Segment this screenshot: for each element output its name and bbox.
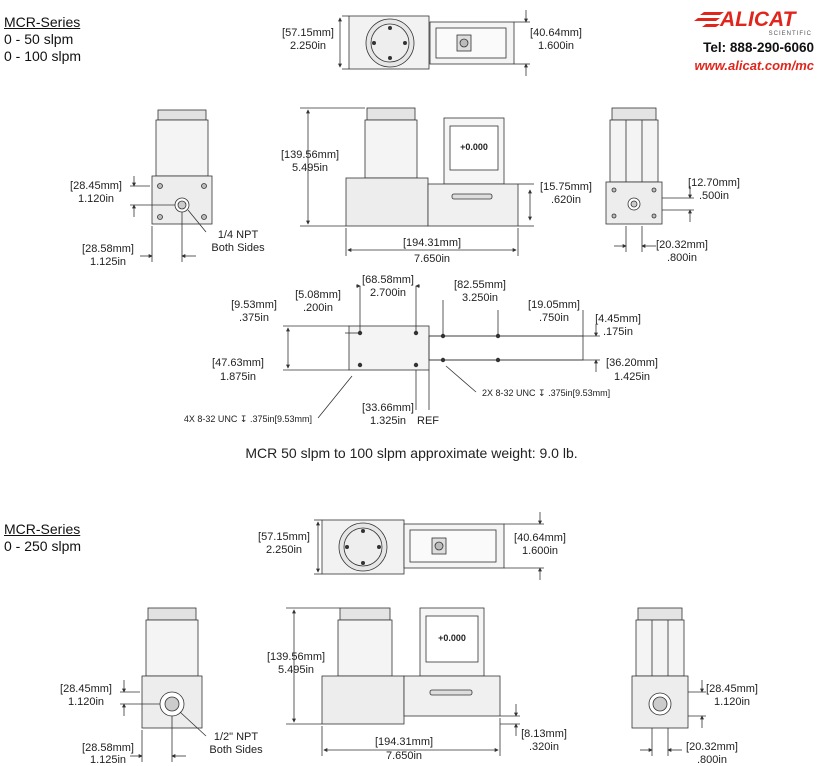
alicat-logo: ALICAT SCIENTIFIC: [694, 8, 812, 37]
dim-b68-in: 2.700in: [370, 287, 406, 299]
dim-top-height-mm: [57.15mm]: [282, 27, 334, 39]
hole-callout-4x: 4X 8-32 UNC ↧ .375in[9.53mm]: [184, 414, 312, 424]
display-reading: +0.000: [438, 633, 466, 643]
dim-front-height-mm: [139.56mm]: [281, 149, 339, 161]
dim-right-port-in: .500in: [699, 190, 729, 202]
dim-b1905-mm: [19.05mm]: [528, 299, 580, 311]
dim-b4763-in: 1.875in: [220, 371, 256, 383]
brand-name: ALICAT: [719, 8, 798, 31]
npt-label: 1/4 NPT: [218, 229, 259, 241]
series-title: MCR-Series: [4, 521, 81, 537]
hole-callout-2x: 2X 8-32 UNC ↧ .375in[9.53mm]: [482, 388, 610, 398]
series-block-1: MCR-Series 0 - 50 slpm 0 - 100 slpm: [4, 14, 81, 65]
dim-b3620-mm: [36.20mm]: [606, 357, 658, 369]
dim-front-length-mm: [194.31mm]: [375, 736, 433, 748]
front-view-1: [300, 107, 534, 256]
ref-label: REF: [417, 415, 439, 427]
left-view-2: [120, 607, 207, 762]
dim-b3366-in: 1.325in: [370, 415, 406, 427]
series-block-2: MCR-Series 0 - 250 slpm: [4, 521, 81, 555]
display-reading: +0.000: [460, 142, 488, 152]
brand-tagline: SCIENTIFIC: [769, 31, 812, 37]
range-label: 0 - 250 slpm: [4, 538, 82, 554]
dim-display-height-in: 1.600in: [538, 40, 574, 52]
dim-front-base-in: .620in: [551, 194, 581, 206]
dim-front-height-mm: [139.56mm]: [267, 651, 325, 663]
dim-b508-in: .200in: [303, 302, 333, 314]
npt-sides: Both Sides: [209, 744, 263, 756]
dim-front-length-mm: [194.31mm]: [403, 237, 461, 249]
dim-b4763-mm: [47.63mm]: [212, 357, 264, 369]
range-label: 0 - 50 slpm: [4, 31, 74, 47]
dim-front-base-mm: [8.13mm]: [521, 728, 567, 740]
dim-left-width-in: 1.125in: [90, 754, 126, 766]
dim-right-port-in: 1.120in: [714, 696, 750, 708]
dim-b953-mm: [9.53mm]: [231, 299, 277, 311]
dim-b82-mm: [82.55mm]: [454, 279, 506, 291]
dim-right-width-in: .800in: [697, 754, 727, 766]
dim-front-base-mm: [15.75mm]: [540, 181, 592, 193]
dim-display-height-mm: [40.64mm]: [530, 27, 582, 39]
dim-right-width-mm: [20.32mm]: [656, 239, 708, 251]
npt-label: 1/2" NPT: [214, 731, 259, 743]
dim-left-port-mm: [28.45mm]: [70, 180, 122, 192]
dim-left-port-mm: [28.45mm]: [60, 683, 112, 695]
dim-top-height-in: 2.250in: [290, 40, 326, 52]
dim-front-length-in: 7.650in: [386, 750, 422, 762]
front-view-2: [286, 607, 520, 756]
top-view-2: [314, 512, 544, 580]
dim-left-port-in: 1.120in: [78, 193, 114, 205]
dim-display-height-in: 1.600in: [522, 545, 558, 557]
dim-top-height-mm: [57.15mm]: [258, 531, 310, 543]
dim-right-width-in: .800in: [667, 252, 697, 264]
right-view-1: [605, 107, 694, 252]
dim-right-port-mm: [28.45mm]: [706, 683, 758, 695]
bottom-view-1: [283, 284, 600, 419]
dim-left-width-mm: [28.58mm]: [82, 243, 134, 255]
dim-b508-mm: [5.08mm]: [295, 289, 341, 301]
right-view-2: [631, 607, 706, 756]
weight-note: MCR 50 slpm to 100 slpm approximate weig…: [245, 445, 578, 461]
dim-b953-in: .375in: [239, 312, 269, 324]
dim-b3620-in: 1.425in: [614, 371, 650, 383]
dim-b82-in: 3.250in: [462, 292, 498, 304]
dim-b445-mm: [4.45mm]: [595, 313, 641, 325]
phone-number: Tel: 888-290-6060: [703, 40, 814, 55]
dim-b1905-in: .750in: [539, 312, 569, 324]
dim-right-width-mm: [20.32mm]: [686, 741, 738, 753]
brand-block: ALICAT SCIENTIFIC Tel: 888-290-6060 www.…: [690, 4, 820, 76]
dim-front-length-in: 7.650in: [414, 253, 450, 265]
dim-right-port-mm: [12.70mm]: [688, 177, 740, 189]
dim-b445-in: .175in: [603, 326, 633, 338]
dim-left-width-in: 1.125in: [90, 256, 126, 268]
dim-b68-mm: [68.58mm]: [362, 274, 414, 286]
left-view-1: [130, 109, 213, 262]
dim-left-width-mm: [28.58mm]: [82, 742, 134, 754]
top-view-1: [338, 10, 530, 76]
dim-front-height-in: 5.495in: [292, 162, 328, 174]
npt-sides: Both Sides: [211, 242, 265, 254]
dim-top-height-in: 2.250in: [266, 544, 302, 556]
range-label: 0 - 100 slpm: [4, 48, 82, 64]
website-link[interactable]: www.alicat.com/mc: [694, 58, 814, 73]
dim-front-height-in: 5.495in: [278, 664, 314, 676]
dim-left-port-in: 1.120in: [68, 696, 104, 708]
series-title: MCR-Series: [4, 14, 81, 30]
dim-front-base-in: .320in: [529, 741, 559, 753]
dim-b3366-mm: [33.66mm]: [362, 402, 414, 414]
dim-display-height-mm: [40.64mm]: [514, 532, 566, 544]
